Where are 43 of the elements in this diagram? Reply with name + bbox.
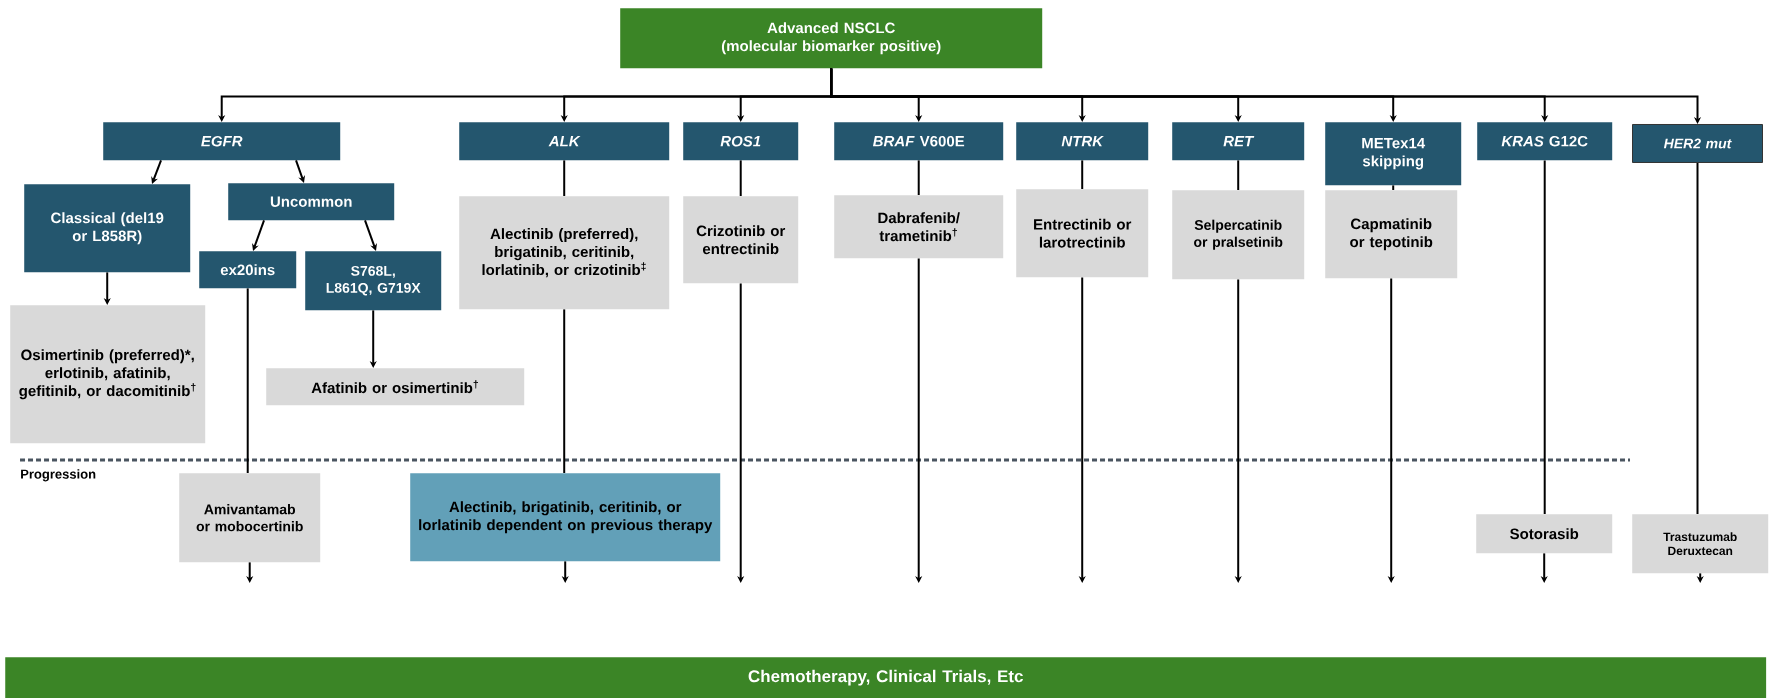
- biomarker-box: NTRK: [1016, 122, 1149, 161]
- section-label: Progression: [21, 469, 96, 482]
- subtype-box: Classical (del19 or L858R): [24, 184, 191, 273]
- biomarker-box: ALK: [459, 122, 670, 161]
- subtype-box: ex20ins: [199, 251, 297, 289]
- connector-line: [246, 287, 249, 474]
- treatment-box: Amivantamab or mobocertinib: [179, 473, 321, 563]
- biomarker-box: ROS1: [683, 122, 799, 161]
- outcome-bar: Chemotherapy, Clinical Trials, Etc: [5, 657, 1767, 698]
- biomarker-box: EGFR: [103, 122, 341, 161]
- connector-line: [1081, 159, 1084, 190]
- connector-line: [563, 308, 566, 474]
- treatment-box: Dabrafenib/ trametinib$^{†}$: [834, 195, 1004, 259]
- treatment-box: Alectinib (preferred), brigatinib, ceritinib, lorlatinib, or crizotinib$^{‡}$: [459, 196, 670, 310]
- treatment-box: Trastuzumab Deruxtecan: [1632, 514, 1769, 574]
- connector-line: [1392, 184, 1395, 191]
- treatment-box: Osimertinib (preferred)*, erlotinib, afatinib, gefitinib, or dacomitinib$^{†}$: [10, 305, 206, 444]
- arrow: [252, 219, 265, 251]
- arrow: [151, 159, 162, 184]
- treatment-box: Sotorasib: [1476, 514, 1613, 554]
- connector-line: [563, 159, 566, 197]
- arrow: [364, 219, 377, 251]
- treatment-box: Selpercatinib or pralsetinib: [1172, 190, 1305, 280]
- arrow: [830, 67, 1702, 124]
- treatment-box: Afatinib or osimertinib$^{†}$: [266, 368, 525, 406]
- treatment-box: Crizotinib or entrectinib: [683, 196, 799, 284]
- connector-line: [917, 159, 920, 196]
- connector-line: [739, 159, 742, 197]
- biomarker-box: METex14 skipping: [1325, 122, 1462, 186]
- treatment-box: Capmatinib or tepotinib: [1325, 190, 1458, 279]
- connector-line: [1543, 159, 1546, 515]
- connector-line: [1696, 162, 1699, 515]
- connector-line: [1237, 159, 1240, 191]
- arrow: [295, 159, 306, 183]
- treatment-box: Alectinib, brigatinib, ceritinib, or lorlatinib dependent on previous therapy: [410, 473, 721, 562]
- biomarker-box: KRAS G12C: [1477, 122, 1613, 161]
- subtype-box: Uncommon: [228, 183, 395, 221]
- biomarker-box: BRAF V600E: [834, 122, 1004, 161]
- treatment-box: Entrectinib or larotrectinib: [1016, 189, 1149, 278]
- subtype-box: S768L, L861Q, G719X: [305, 251, 442, 311]
- biomarker-box: RET: [1172, 122, 1305, 161]
- condition-box: Advanced NSCLC (molecular biomarker positive): [620, 8, 1043, 69]
- biomarker-box: HER2 mut: [1632, 124, 1763, 163]
